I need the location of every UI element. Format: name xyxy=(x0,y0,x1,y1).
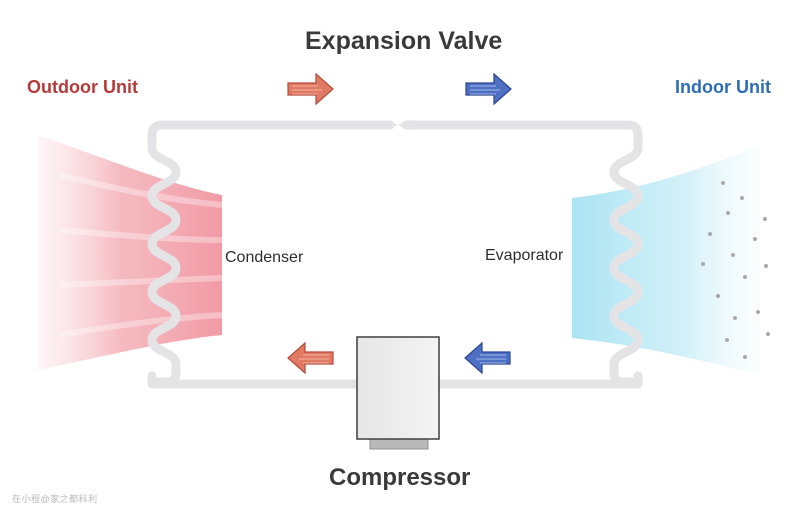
arrow-bottom-right-icon xyxy=(464,341,511,375)
cool-air-flow xyxy=(572,145,760,375)
condenser-label: Condenser xyxy=(225,249,304,266)
arrow-bottom-left-icon xyxy=(287,341,334,375)
expansion-valve-label: Expansion Valve xyxy=(305,27,503,55)
warm-air-streaks xyxy=(59,172,223,338)
outdoor-unit-label: Outdoor Unit xyxy=(27,77,138,97)
arrow-top-right-icon xyxy=(465,72,512,106)
watermark-text: 在小程@家之都科利 xyxy=(12,494,98,504)
moisture-dots xyxy=(701,181,770,359)
compressor-unit xyxy=(356,336,440,450)
indoor-unit-label: Indoor Unit xyxy=(675,77,771,97)
evaporator-label: Evaporator xyxy=(485,247,564,264)
compressor-label: Compressor xyxy=(329,464,471,491)
refrigerant-pipe xyxy=(147,120,643,389)
expansion-valve xyxy=(386,120,410,130)
arrow-top-left-icon xyxy=(287,72,334,106)
